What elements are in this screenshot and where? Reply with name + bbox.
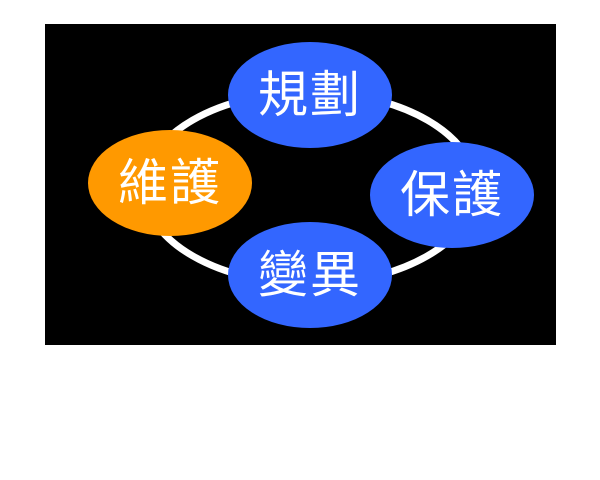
node-maintain: 維護 <box>88 130 252 236</box>
node-plan: 規劃 <box>228 42 392 148</box>
node-plan-label: 規劃 <box>258 66 362 124</box>
node-change-label: 變異 <box>258 246 362 304</box>
node-protect-label: 保護 <box>400 166 504 224</box>
node-change: 變異 <box>228 222 392 328</box>
node-protect: 保護 <box>370 142 534 248</box>
cycle-diagram: 規劃 保護 變異 維護 <box>45 24 556 345</box>
node-maintain-label: 維護 <box>118 154 222 212</box>
